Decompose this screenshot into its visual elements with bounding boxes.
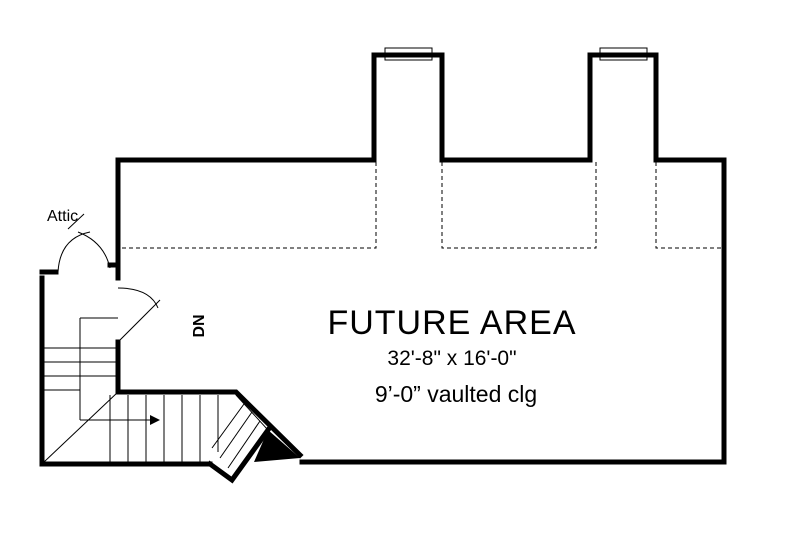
room-name: FUTURE AREA: [327, 304, 576, 342]
main-outline-wall: [115, 52, 727, 465]
stair-solid-wedge: [254, 430, 300, 462]
dormer-window-left: [384, 47, 433, 61]
entry-door: [117, 287, 161, 343]
attic-door: [57, 213, 111, 273]
room-dimensions: 32'-8" x 16'-0": [387, 347, 516, 370]
stairwell-wall: [39, 275, 213, 467]
arrow-head-icon: [150, 415, 160, 425]
exterior-walls: [39, 52, 727, 467]
stair-down-label: DN: [191, 314, 208, 337]
dormer-window-right: [599, 47, 648, 61]
left-lower-wall: [115, 339, 304, 459]
attic-label: Attic: [47, 208, 78, 225]
staircase: [43, 317, 300, 484]
ceiling-note: 9’-0” vaulted clg: [375, 381, 537, 407]
vault-lines: [122, 162, 722, 249]
